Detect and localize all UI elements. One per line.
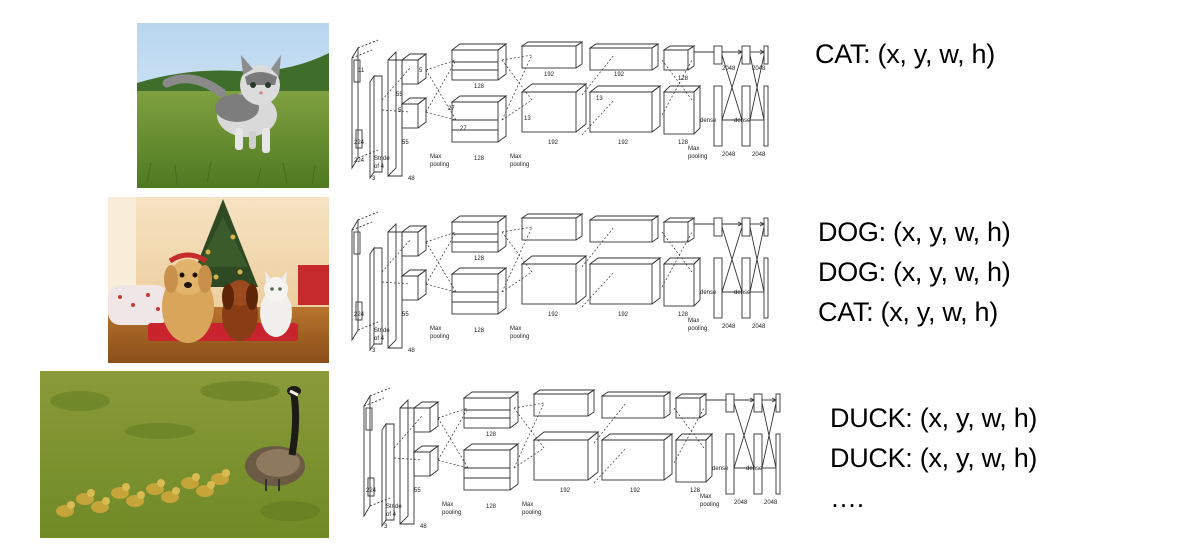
label-2048: 2048	[722, 324, 736, 330]
label-128: 128	[486, 432, 497, 438]
pets-christmas-photo	[108, 197, 329, 363]
label-224: 224	[354, 312, 365, 318]
label-128: 128	[474, 256, 485, 262]
label-maxpool-3b: pooling	[688, 326, 707, 332]
label-3: 3	[384, 524, 388, 530]
label-192c: 192	[614, 72, 625, 78]
label-dense-2: dense	[746, 466, 763, 472]
label-192: 192	[560, 488, 571, 494]
label-5b: 5	[419, 68, 423, 74]
label-192d: 192	[618, 140, 629, 146]
label-13: 13	[524, 116, 531, 122]
label-stride-2: of 4	[374, 164, 385, 170]
label-55: 55	[402, 312, 409, 318]
label-192b: 192	[618, 312, 629, 318]
label-stride-2: of 4	[374, 336, 385, 342]
label-192: 192	[548, 312, 559, 318]
label-stride-1: Stride	[386, 504, 402, 510]
label-27: 27	[448, 106, 455, 112]
label-2048b: 2048	[752, 66, 766, 72]
label-55: 55	[402, 140, 409, 146]
label-stride-2: of 4	[386, 512, 397, 518]
cnn-diagram-row2: 224 Stride of 4 3 55 48 Max pooling 128 …	[352, 212, 772, 362]
label-27b: 27	[460, 126, 467, 132]
label-128: 128	[474, 84, 485, 90]
label-maxpool-1b: pooling	[442, 510, 461, 516]
cnn-labels: 224 Stride of 4 3 55 48 Max pooling 128 …	[354, 256, 766, 354]
label-maxpool-3b: pooling	[700, 502, 719, 508]
label-maxpool-3a: Max	[688, 318, 699, 324]
outputs-row1: CAT: (x, y, w, h)	[815, 34, 995, 74]
label-224: 224	[366, 488, 377, 494]
label-maxpool-1a: Max	[442, 502, 453, 508]
kitten-photo	[137, 23, 329, 188]
output-line: DOG: (x, y, w, h)	[818, 212, 1010, 252]
label-3: 3	[372, 348, 376, 354]
label-maxpool-2b: pooling	[510, 162, 529, 168]
label-128b: 128	[486, 504, 497, 510]
label-maxpool-2a: Max	[510, 154, 521, 160]
label-dense-1: dense	[712, 466, 729, 472]
label-maxpool-2a: Max	[522, 502, 533, 508]
cnn-labels: 224 Stride of 4 3 55 48 Max pooling 128 …	[366, 432, 778, 530]
label-2048: 2048	[722, 66, 736, 72]
label-224b: 224	[354, 158, 365, 164]
label-maxpool-3b: pooling	[688, 154, 707, 160]
label-maxpool-1a: Max	[430, 326, 441, 332]
label-5: 5	[398, 108, 402, 114]
label-dense-2: dense	[734, 118, 751, 124]
label-maxpool-3a: Max	[700, 494, 711, 500]
label-2048: 2048	[734, 500, 748, 506]
label-maxpool-1b: pooling	[430, 334, 449, 340]
label-maxpool-3a: Max	[688, 146, 699, 152]
label-stride-1: Stride	[374, 156, 390, 162]
label-13b: 13	[596, 96, 603, 102]
label-stride-1: Stride	[374, 328, 390, 334]
label-48: 48	[420, 524, 427, 530]
label-2048b: 2048	[752, 324, 766, 330]
cnn-diagram-row1: 224 224 11 Stride of 4 3 55 55 48 5 5 Ma…	[352, 40, 772, 190]
label-11: 11	[358, 68, 365, 74]
label-128c: 128	[678, 76, 689, 82]
output-line: CAT: (x, y, w, h)	[818, 292, 1010, 332]
label-maxpool-2a: Max	[510, 326, 521, 332]
outputs-row2: DOG: (x, y, w, h) DOG: (x, y, w, h) CAT:…	[818, 212, 1010, 332]
label-48: 48	[408, 348, 415, 354]
label-192b: 192	[630, 488, 641, 494]
outputs-row3: DUCK: (x, y, w, h) DUCK: (x, y, w, h) ….	[830, 398, 1037, 518]
output-line: DOG: (x, y, w, h)	[818, 252, 1010, 292]
label-2048c: 2048	[722, 152, 736, 158]
label-maxpool-1b: pooling	[430, 162, 449, 168]
cnn-labels: 224 224 11 Stride of 4 3 55 55 48 5 5 Ma…	[354, 66, 766, 182]
label-2048b: 2048	[764, 500, 778, 506]
label-128b: 128	[474, 156, 485, 162]
label-55b: 55	[396, 92, 403, 98]
label-3: 3	[372, 176, 376, 182]
geese-photo	[40, 371, 329, 538]
label-maxpool-2b: pooling	[522, 510, 541, 516]
cnn-diagram-row3: 224 Stride of 4 3 55 48 Max pooling 128 …	[364, 388, 784, 538]
label-128b: 128	[474, 328, 485, 334]
label-192b: 192	[548, 140, 559, 146]
output-line: DUCK: (x, y, w, h)	[830, 438, 1037, 478]
label-maxpool-1a: Max	[430, 154, 441, 160]
output-line: ….	[830, 478, 1037, 518]
output-line: DUCK: (x, y, w, h)	[830, 398, 1037, 438]
label-dense-2: dense	[734, 290, 751, 296]
label-maxpool-2b: pooling	[510, 334, 529, 340]
label-dense-1: dense	[700, 118, 717, 124]
output-line: CAT: (x, y, w, h)	[815, 34, 995, 74]
label-dense-1: dense	[700, 290, 717, 296]
label-224: 224	[354, 140, 365, 146]
label-48: 48	[408, 176, 415, 182]
label-192: 192	[544, 72, 555, 78]
label-55: 55	[414, 488, 421, 494]
label-2048d: 2048	[752, 152, 766, 158]
